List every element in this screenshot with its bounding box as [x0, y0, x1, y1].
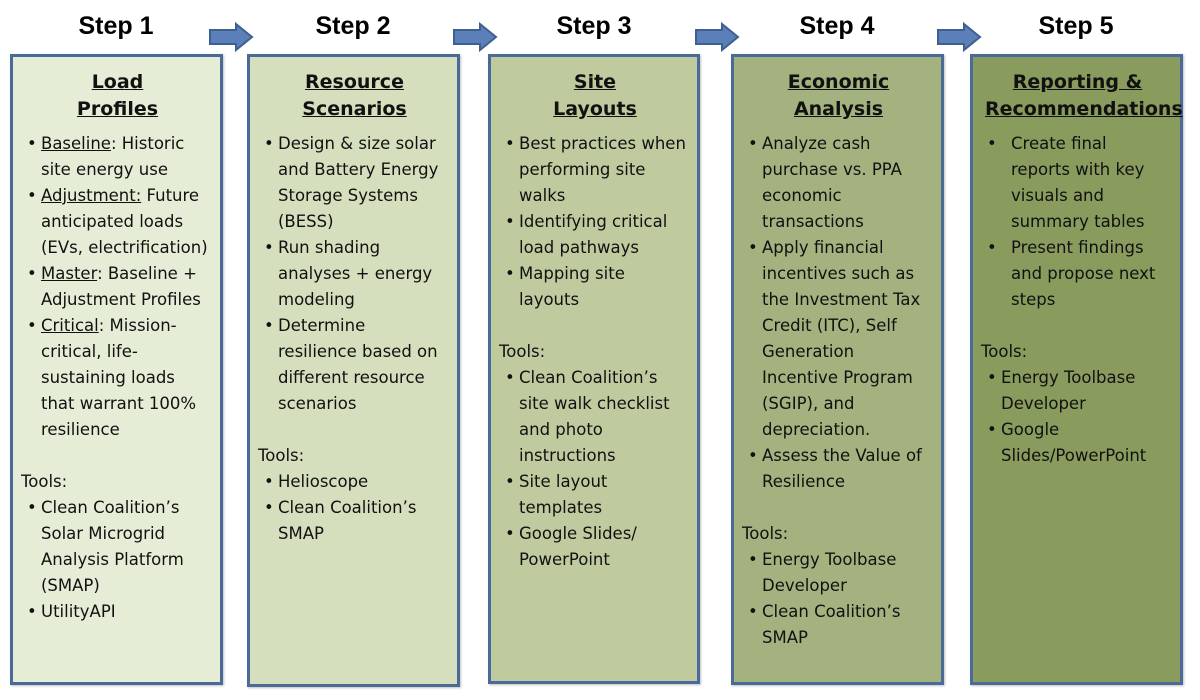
step-3-tools: Clean Coalition’s site walk checklist an… — [503, 365, 687, 573]
step-3-title: Site Layouts — [503, 69, 687, 123]
step-5-label: Step 5 — [1038, 12, 1114, 40]
title-line: Scenarios — [302, 98, 407, 120]
tool-item: Google Slides/PowerPoint — [985, 417, 1170, 469]
step-4-items: Analyze cash purchase vs. PPA economic t… — [746, 131, 931, 495]
item-text: : Historic site energy use — [41, 134, 185, 179]
step-2-box: Resource Scenarios Design & size solar a… — [247, 54, 460, 687]
title-line: Load — [91, 71, 144, 93]
title-line: Recommendations — [985, 98, 1183, 120]
item-lead: Critical — [41, 316, 99, 335]
tool-item: Clean Coalition’s SMAP — [746, 599, 931, 651]
step-1-label: Step 1 — [78, 12, 154, 40]
tool-item: Google Slides/ PowerPoint — [503, 521, 687, 573]
item-lead: Master — [41, 264, 98, 283]
step-3-items: Best practices when performing site walk… — [503, 131, 687, 313]
step-1-items: Baseline: Historic site energy use Adjus… — [25, 131, 210, 443]
list-item: Create final reports with key visuals an… — [985, 131, 1170, 235]
list-item: Best practices when performing site walk… — [503, 131, 687, 209]
tools-label: Tools: — [258, 446, 305, 465]
step-2-label: Step 2 — [315, 12, 391, 40]
list-item: Identifying critical load pathways — [503, 209, 687, 261]
item-text: : Baseline + Adjustment Profiles — [41, 264, 201, 309]
step-4-tools: Energy Toolbase Developer Clean Coalitio… — [746, 547, 931, 651]
title-line: Analysis — [793, 98, 884, 120]
tools-label: Tools: — [981, 342, 1028, 361]
step-2-tools: Helioscope Clean Coalition’s SMAP — [262, 469, 447, 547]
list-item: Mapping site layouts — [503, 261, 687, 313]
tool-item: Clean Coalition’s site walk checklist an… — [503, 365, 687, 469]
item-text: Future anticipated loads (EVs, electrifi… — [41, 186, 208, 257]
step-1-title: Load Profiles — [25, 69, 210, 123]
title-line: Layouts — [553, 98, 637, 120]
step-4-title: Economic Analysis — [746, 69, 931, 123]
list-item: Apply financial incentives such as the I… — [746, 235, 931, 443]
arrow-right-icon — [453, 22, 498, 52]
step-5-items: Create final reports with key visuals an… — [985, 131, 1170, 313]
tool-item: Energy Toolbase Developer — [746, 547, 931, 599]
step-3-label: Step 3 — [556, 12, 632, 40]
list-item: Baseline: Historic site energy use — [25, 131, 210, 183]
title-line: Reporting & — [1012, 71, 1143, 93]
list-item: Assess the Value of Resilience — [746, 443, 931, 495]
tool-item: Clean Coalition’s SMAP — [262, 495, 447, 547]
step-2-title: Resource Scenarios — [262, 69, 447, 123]
tool-item: Helioscope — [262, 469, 447, 495]
title-line: Resource — [305, 71, 404, 93]
step-4-box: Economic Analysis Analyze cash purchase … — [731, 54, 944, 685]
title-line: Site — [573, 71, 617, 93]
item-text: : Mission-critical, life-sustaining load… — [41, 316, 197, 439]
tools-label: Tools: — [21, 472, 68, 491]
title-line: Profiles — [76, 98, 159, 120]
tool-item: Energy Toolbase Developer — [985, 365, 1170, 417]
tool-item: Site layout templates — [503, 469, 687, 521]
item-lead: Baseline — [41, 134, 111, 153]
arrow-right-icon — [695, 22, 740, 52]
item-lead: Adjustment: — [41, 186, 142, 205]
step-5-tools: Energy Toolbase Developer Google Slides/… — [985, 365, 1170, 469]
list-item: Critical: Mission-critical, life-sustain… — [25, 313, 210, 443]
step-1-tools: Clean Coalition’s Solar Microgrid Analys… — [25, 495, 210, 625]
list-item: Run shading analyses + energy modeling — [262, 235, 447, 313]
list-item: Design & size solar and Battery Energy S… — [262, 131, 447, 235]
step-4-label: Step 4 — [799, 12, 875, 40]
step-2-items: Design & size solar and Battery Energy S… — [262, 131, 447, 417]
step-5-box: Reporting & Recommendations Create final… — [970, 54, 1183, 685]
tool-item: Clean Coalition’s Solar Microgrid Analys… — [25, 495, 210, 599]
step-5-title: Reporting & Recommendations — [985, 69, 1183, 123]
tools-label: Tools: — [742, 524, 789, 543]
list-item: Analyze cash purchase vs. PPA economic t… — [746, 131, 931, 235]
list-item: Determine resilience based on different … — [262, 313, 447, 417]
list-item: Present findings and propose next steps — [985, 235, 1170, 313]
step-1-box: Load Profiles Baseline: Historic site en… — [10, 54, 223, 685]
title-line: Economic — [787, 71, 890, 93]
tool-item: UtilityAPI — [25, 599, 210, 625]
arrow-right-icon — [937, 22, 982, 52]
list-item: Master: Baseline + Adjustment Profiles — [25, 261, 210, 313]
arrow-right-icon — [209, 22, 254, 52]
list-item: Adjustment: Future anticipated loads (EV… — [25, 183, 210, 261]
tools-label: Tools: — [499, 342, 546, 361]
step-3-box: Site Layouts Best practices when perform… — [488, 54, 700, 684]
